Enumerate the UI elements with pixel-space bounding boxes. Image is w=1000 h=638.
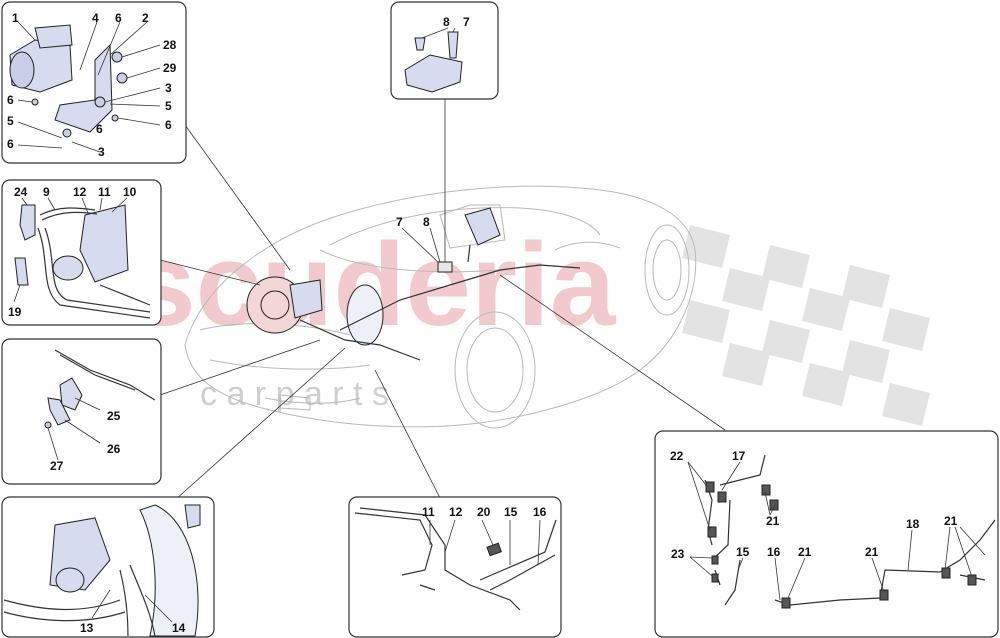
label-21-b: 21 xyxy=(798,545,812,559)
car-outline xyxy=(184,185,697,429)
front-lines-drawing xyxy=(354,507,557,611)
booster-drawing xyxy=(3,504,201,637)
label-28: 28 xyxy=(163,38,177,52)
label-21-d: 21 xyxy=(944,514,958,528)
label-6e: 6 xyxy=(7,137,14,151)
abs-unit-callout: 1 4 6 2 28 29 3 5 6 6 5 6 6 3 xyxy=(1,1,187,164)
checkered-flag-graphic xyxy=(682,225,930,426)
label-3: 3 xyxy=(165,81,172,95)
label-6b: 6 xyxy=(7,93,14,107)
label-14: 14 xyxy=(172,621,186,635)
label-7-car: 7 xyxy=(396,215,403,229)
label-21-a: 21 xyxy=(766,514,780,528)
label-5b: 5 xyxy=(7,114,14,128)
label-25: 25 xyxy=(107,409,121,423)
label-18: 18 xyxy=(906,517,920,531)
pipes-unit-callout: 24 9 12 11 10 19 xyxy=(1,179,162,326)
watermark: scuderia c a r p a r t s xyxy=(130,219,930,426)
label-17: 17 xyxy=(732,449,746,463)
label-26: 26 xyxy=(107,442,121,456)
label-19: 19 xyxy=(8,305,22,319)
car-brake-components xyxy=(246,207,581,361)
label-7: 7 xyxy=(463,15,470,29)
rear-lines-callout: 22 17 21 23 15 16 21 21 18 21 xyxy=(654,430,999,638)
label-9: 9 xyxy=(43,185,50,199)
label-10: 10 xyxy=(123,185,137,199)
label-12-front: 12 xyxy=(449,505,463,519)
rear-lines-box xyxy=(654,430,999,638)
watermark-subtext: c a r p a r t s xyxy=(200,375,389,413)
label-6: 6 xyxy=(115,11,122,25)
label-11-front: 11 xyxy=(422,505,435,519)
label-23: 23 xyxy=(671,547,685,561)
bracket-callout: 25 26 27 xyxy=(1,338,162,485)
label-12: 12 xyxy=(73,185,87,199)
label-6c: 6 xyxy=(165,118,172,132)
sensor-drawing xyxy=(404,27,463,93)
rear-lines-drawing xyxy=(687,454,996,609)
leader-lines xyxy=(159,98,726,501)
label-3b: 3 xyxy=(98,145,105,159)
car-labels: 7 8 xyxy=(396,215,441,263)
label-27: 27 xyxy=(50,459,64,473)
label-11: 11 xyxy=(98,185,111,199)
label-20: 20 xyxy=(477,505,491,519)
label-21-c: 21 xyxy=(865,545,879,559)
front-lines-callout: 11 12 20 15 16 xyxy=(348,496,562,638)
pipes-unit-drawing xyxy=(13,197,151,319)
label-1: 1 xyxy=(12,11,19,25)
label-5: 5 xyxy=(165,99,172,113)
label-16-rear: 16 xyxy=(767,545,781,559)
label-15-front: 15 xyxy=(504,505,518,519)
sensor-callout: 8 7 xyxy=(390,1,499,100)
label-24: 24 xyxy=(14,185,28,199)
label-8: 8 xyxy=(443,15,450,29)
booster-callout: 13 14 xyxy=(1,496,215,638)
bracket-drawing xyxy=(44,349,156,461)
front-lines-box xyxy=(348,496,562,638)
label-4: 4 xyxy=(92,11,99,25)
label-15-rear: 15 xyxy=(736,545,750,559)
abs-unit-drawing xyxy=(9,21,161,153)
label-16-front: 16 xyxy=(533,505,547,519)
label-8-car: 8 xyxy=(423,215,430,229)
label-22: 22 xyxy=(670,449,684,463)
label-6d: 6 xyxy=(96,122,103,136)
label-29: 29 xyxy=(163,61,177,75)
label-13: 13 xyxy=(80,621,94,635)
bracket-box xyxy=(1,338,162,485)
label-2: 2 xyxy=(142,11,149,25)
